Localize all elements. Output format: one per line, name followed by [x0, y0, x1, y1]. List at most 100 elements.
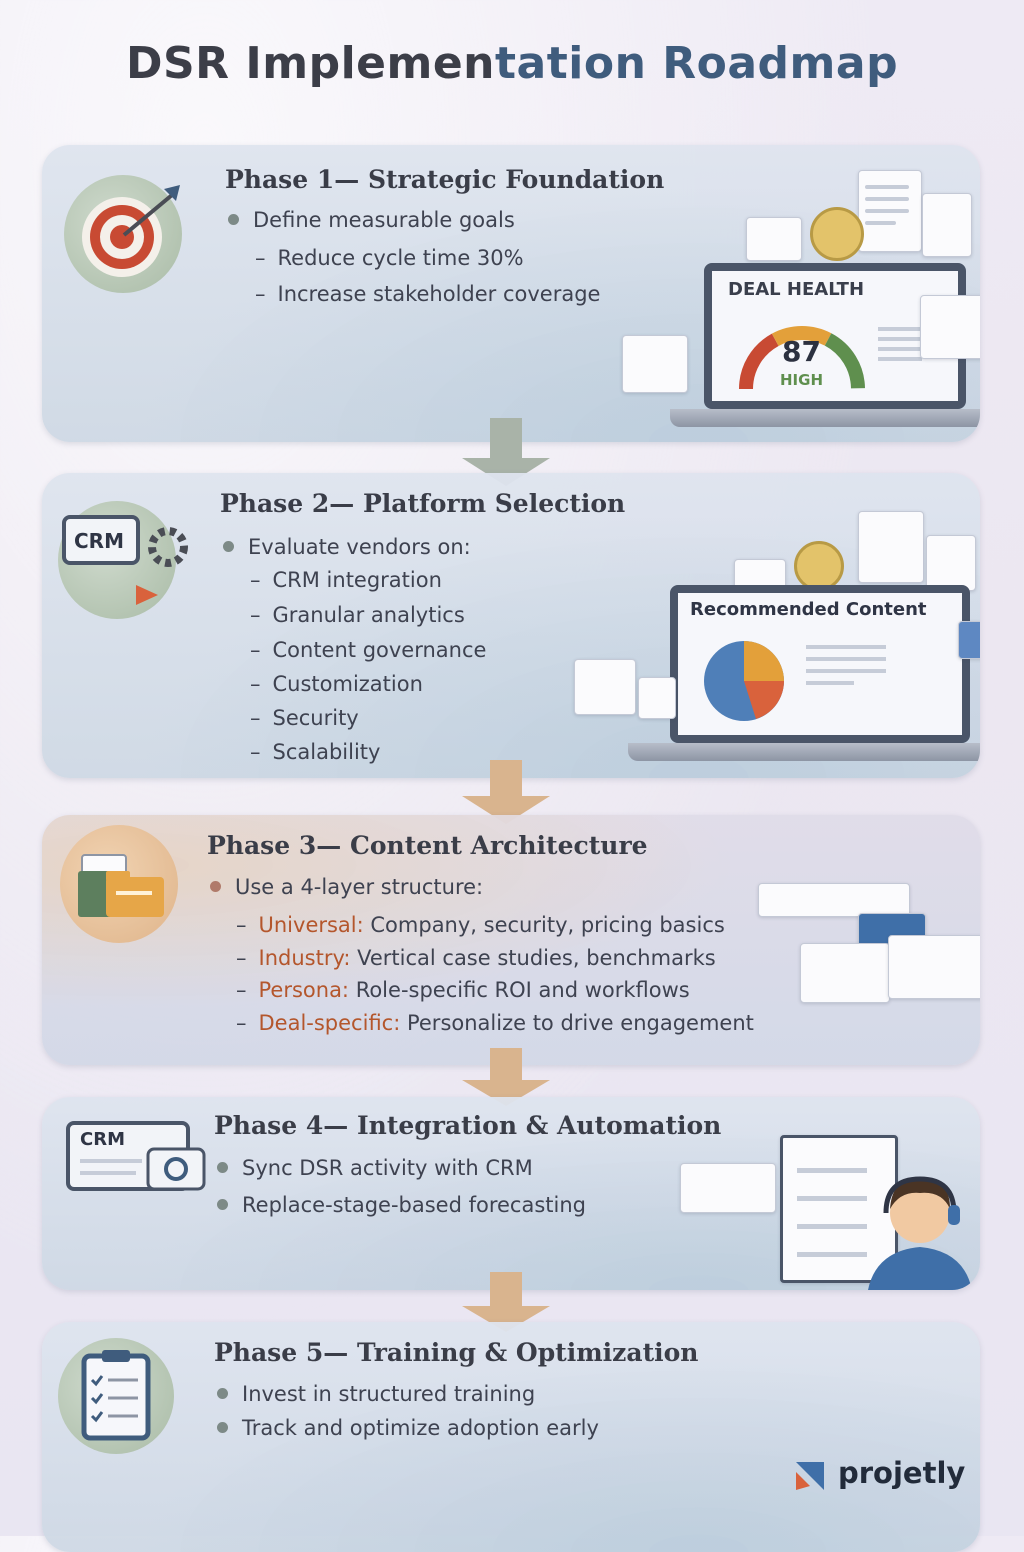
brand-name: projetly: [838, 1456, 966, 1490]
sub-item-text: Granular analytics: [272, 603, 465, 627]
phase-3-layer-item: –Deal-specific: Personalize to drive eng…: [236, 1011, 754, 1035]
document-illustration: [922, 193, 972, 257]
dash-mark: –: [255, 282, 266, 306]
dash-mark: –: [250, 740, 261, 764]
support-agent-avatar: [862, 1167, 978, 1290]
layer-text: Role-specific ROI and workflows: [349, 978, 690, 1002]
document-illustration: [888, 935, 980, 999]
dash-mark: –: [236, 913, 247, 937]
phase-1-sub-item: –Reduce cycle time 30%: [255, 246, 524, 270]
phase-5-card: Phase 5— Training & Optimization Invest …: [42, 1322, 980, 1552]
list-lines: [878, 321, 922, 381]
recommended-content-label: Recommended Content: [690, 599, 927, 620]
analytics-card-illustration: [680, 1163, 776, 1213]
sub-item-text: Customization: [272, 672, 423, 696]
phase-3-layer-item: –Universal: Company, security, pricing b…: [236, 913, 725, 937]
document-illustration: [638, 677, 676, 719]
title-part-accent: tation Roadmap: [495, 38, 899, 89]
document-illustration: [574, 659, 636, 715]
dash-mark: –: [236, 1011, 247, 1035]
phase-3-layer-item: –Persona: Role-specific ROI and workflow…: [236, 978, 690, 1002]
dash-mark: –: [250, 672, 261, 696]
document-illustration: [758, 883, 910, 917]
layer-text: Company, security, pricing basics: [363, 913, 725, 937]
phase-2-sub-item: –Security: [250, 706, 359, 730]
phase-4-heading: Phase 4— Integration & Automation: [214, 1111, 722, 1140]
phase-3-card: Phase 3— Content Architecture Use a 4-la…: [42, 815, 980, 1065]
document-illustration: [920, 295, 980, 359]
layer-text: Vertical case studies, benchmarks: [350, 946, 716, 970]
phase-1-bullet: Define measurable goals: [228, 208, 515, 232]
recommended-content-laptop: Recommended Content: [670, 585, 970, 743]
document-illustration: [800, 943, 890, 1003]
pie-chart-illustration: [704, 641, 784, 721]
deal-health-rating: HIGH: [780, 371, 824, 389]
checklist-clipboard-illustration: [780, 1135, 898, 1283]
dash-mark: –: [236, 978, 247, 1002]
phase-1-card: Phase 1— Strategic Foundation Define mea…: [42, 145, 980, 442]
flow-arrow-stem: [490, 1272, 522, 1308]
sub-item-text: Content governance: [272, 638, 487, 662]
coin-icon: [794, 541, 844, 591]
chart-card-illustration: [746, 217, 802, 261]
phase-5-bullet: Track and optimize adoption early: [217, 1416, 599, 1440]
document-illustration: [926, 535, 976, 591]
phase-2-card: CRM Phase 2— Platform Selection Evaluate…: [42, 473, 980, 778]
phase-2-sub-item: –Scalability: [250, 740, 380, 764]
clipboard-checklist-icon: [58, 1338, 174, 1454]
phase-1-heading: Phase 1— Strategic Foundation: [225, 165, 665, 194]
sub-item-text: CRM integration: [272, 568, 442, 592]
message-icon: [958, 621, 980, 659]
layer-text: Personalize to drive engagement: [400, 1011, 754, 1035]
phase-5-bullet: Invest in structured training: [217, 1382, 535, 1406]
sub-item-text: Security: [272, 706, 359, 730]
crm-sync-icon: CRM: [66, 1119, 206, 1195]
flow-arrow-stem: [490, 418, 522, 460]
phase-2-heading: Phase 2— Platform Selection: [220, 489, 626, 518]
phase-2-sub-item: –CRM integration: [250, 568, 442, 592]
sub-item-text: Increase stakeholder coverage: [277, 282, 601, 306]
phase-3-heading: Phase 3— Content Architecture: [207, 831, 648, 860]
dash-mark: –: [250, 706, 261, 730]
target-icon: [64, 175, 182, 293]
phase-4-bullet: Replace-stage-based forecasting: [217, 1193, 586, 1217]
layer-key: Persona:: [258, 978, 350, 1002]
phase-2-sub-item: –Granular analytics: [250, 603, 465, 627]
phase-2-sub-item: –Customization: [250, 672, 423, 696]
phase-1-sub-item: –Increase stakeholder coverage: [255, 282, 600, 306]
deal-health-label: DEAL HEALTH: [728, 279, 865, 300]
layer-key: Deal-specific:: [258, 1011, 401, 1035]
phase-4-bullet: Sync DSR activity with CRM: [217, 1156, 533, 1180]
phase-4-card: CRM Phase 4— Integration & Automation Sy…: [42, 1097, 980, 1290]
document-illustration: [858, 170, 922, 252]
laptop-base: [628, 743, 980, 761]
phase-5-heading: Phase 5— Training & Optimization: [214, 1338, 699, 1367]
layer-key: Universal:: [258, 913, 364, 937]
dash-mark: –: [250, 568, 261, 592]
crm-label: CRM: [74, 529, 124, 553]
phase-3-layer-item: –Industry: Vertical case studies, benchm…: [236, 946, 716, 970]
phase-3-bullet: Use a 4-layer structure:: [210, 875, 483, 899]
list-lines: [806, 637, 886, 693]
deal-health-gauge: [739, 326, 865, 390]
coin-icon: [810, 207, 864, 261]
flow-arrow-stem: [490, 760, 522, 798]
sub-item-text: Scalability: [272, 740, 381, 764]
phase-2-bullet: Evaluate vendors on:: [223, 535, 471, 559]
document-illustration: [858, 511, 924, 583]
dash-mark: –: [236, 946, 247, 970]
phase-2-sub-item: –Content governance: [250, 638, 486, 662]
crm-gear-icon: CRM: [58, 501, 188, 619]
folder-documents-icon: [60, 825, 178, 943]
dash-mark: –: [250, 603, 261, 627]
laptop-base: [670, 409, 980, 427]
deal-health-score: 87: [782, 335, 821, 368]
projetly-logo: projetly: [792, 1456, 972, 1496]
photo-card-illustration: [622, 335, 688, 393]
dash-mark: –: [255, 246, 266, 270]
sub-item-text: Reduce cycle time 30%: [277, 246, 524, 270]
title-part-dark: DSR Implemen: [125, 38, 496, 89]
page-title: DSR Implementation Roadmap: [0, 38, 1024, 89]
flow-arrow-stem: [490, 1048, 522, 1082]
layer-key: Industry:: [258, 946, 351, 970]
